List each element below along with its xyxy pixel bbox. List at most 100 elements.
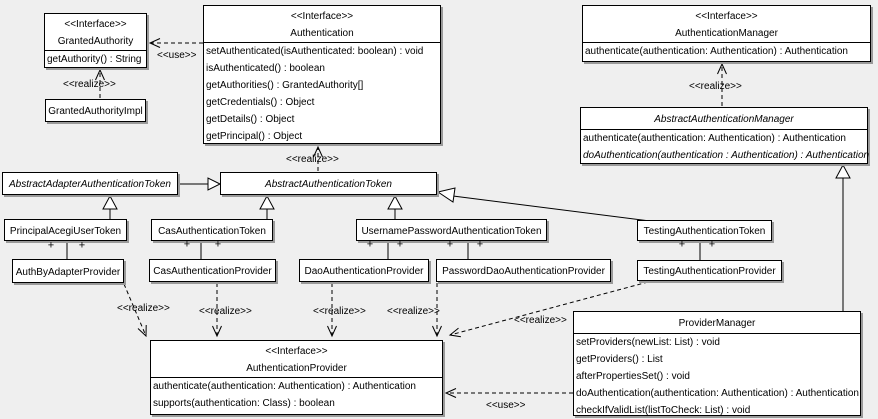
class-name: AuthenticationProvider: [246, 363, 347, 374]
class-methods-authentication-manager: authenticate(authentication: Authenticat…: [583, 43, 870, 60]
class-title-granted-authority: <<Interface>>GrantedAuthority: [45, 14, 146, 51]
edge-use-authentication-to-grantedauthority[interactable]: [148, 38, 203, 48]
class-method: setAuthenticated(isAuthenticated: boolea…: [206, 46, 424, 57]
edge-realize-abstractauthenticationtoken-to-authentication[interactable]: [313, 145, 323, 171]
class-name: TestingAuthenticationToken: [643, 226, 766, 237]
class-title-testing-authentication-provider: TestingAuthenticationProvider: [643, 260, 775, 281]
class-granted-authority-impl[interactable]: GrantedAuthorityImpl: [45, 99, 146, 122]
class-dao-authentication-provider[interactable]: DaoAuthenticationProvider: [299, 259, 429, 282]
class-principal-acegi-user-token[interactable]: PrincipalAcegiUserToken: [4, 219, 127, 241]
class-title-abstract-authentication-manager: AbstractAuthenticationManager: [581, 108, 867, 130]
generalization-triangle-icon: [102, 194, 118, 210]
class-method: getDetails() : Object: [206, 114, 295, 125]
class-abstract-authentication-token[interactable]: AbstractAuthenticationToken: [220, 172, 437, 195]
class-provider-manager[interactable]: ProviderManager setProviders(newList: Lis…: [573, 311, 861, 416]
edge-stereotype-label: <<use>>: [157, 50, 197, 61]
class-name: UsernamePasswordAuthenticationToken: [361, 225, 542, 237]
class-auth-by-adapter-provider[interactable]: AuthByAdapterProvider: [12, 259, 124, 283]
edge-stereotype-label: <<realize>>: [117, 303, 170, 314]
class-title-cas-authentication-provider: CasAuthenticationProvider: [153, 260, 271, 281]
class-name: AuthenticationManager: [675, 28, 778, 39]
class-method: checkIfValidList(listToCheck: List) : vo…: [576, 405, 751, 416]
generalization-triangle-icon: [259, 194, 275, 210]
open-arrowhead-icon: [137, 324, 147, 338]
generalization-triangle-icon: [207, 177, 222, 191]
association-plus-mark: +: [214, 238, 222, 251]
class-methods-authentication-provider: authenticate(authentication: Authenticat…: [151, 378, 442, 412]
stereotype-label: <<Interface>>: [695, 11, 758, 22]
class-title-cas-authentication-token: CasAuthenticationToken: [158, 220, 266, 241]
edge-realize-grantedauthorityimpl-to-grantedauthority[interactable]: [95, 68, 105, 98]
edge-realize-abstractauthenticationmanager-to-authenticationmanager[interactable]: [717, 62, 727, 106]
class-title-provider-manager: ProviderManager: [574, 312, 860, 334]
class-method: getCredentials() : Object: [206, 97, 315, 108]
edge-gen-abstractadapterauthenticationtoken-to-abstractauthenticationtoken[interactable]: [178, 177, 222, 191]
class-title-username-password-authentication-token: UsernamePasswordAuthenticationToken: [361, 220, 541, 241]
class-method: authenticate(authentication: Authenticat…: [585, 46, 848, 57]
class-cas-authentication-token[interactable]: CasAuthenticationToken: [151, 219, 273, 241]
class-abstract-adapter-authentication-token[interactable]: AbstractAdapterAuthenticationToken: [2, 172, 178, 195]
class-title-dao-authentication-provider: DaoAuthenticationProvider: [305, 260, 424, 281]
class-name: AbstractAuthenticationManager: [654, 114, 794, 125]
class-title-abstract-authentication-token: AbstractAuthenticationToken: [265, 173, 392, 194]
association-plus-mark: +: [47, 239, 55, 252]
open-arrowhead-icon: [313, 145, 323, 158]
edge-stereotype-label: <<use>>: [486, 400, 526, 411]
class-name: AbstractAuthenticationToken: [265, 179, 392, 190]
class-cas-authentication-provider[interactable]: CasAuthenticationProvider: [149, 259, 276, 282]
edge-gen-principalacegiusertoken-to-abstractadapterauthenticationtoken[interactable]: [102, 194, 118, 219]
class-method: authenticate(authentication: Authenticat…: [583, 133, 846, 144]
edge-realize-testingauthenticationprovider-to-authenticationprovider[interactable]: [448, 281, 649, 338]
edge-gen-testingauthenticationtoken-to-abstractauthenticationtoken[interactable]: [436, 187, 651, 222]
class-title-password-dao-authentication-provider: PasswordDaoAuthenticationProvider: [442, 260, 605, 281]
edge-stereotype-label: <<realize>>: [286, 154, 339, 165]
class-name: GrantedAuthorityImpl: [48, 106, 143, 117]
class-name: AbstractAdapterAuthenticationToken: [9, 179, 171, 190]
association-plus-mark: +: [366, 238, 374, 251]
edge-gen-casauthenticationtoken-to-abstractauthenticationtoken[interactable]: [259, 194, 275, 219]
edge-realize-daoauthenticationprovider-to-authenticationprovider[interactable]: [327, 283, 337, 338]
stereotype-label: <<Interface>>: [265, 346, 328, 357]
class-method: isAuthenticated() : boolean: [206, 63, 325, 74]
class-username-password-authentication-token[interactable]: UsernamePasswordAuthenticationToken: [356, 219, 547, 241]
class-password-dao-authentication-provider[interactable]: PasswordDaoAuthenticationProvider: [436, 259, 611, 282]
edge-gen-usernamepasswordauthenticationtoken-to-abstractauthenticationtoken[interactable]: [387, 194, 403, 219]
edge-realize-casauthenticationprovider-to-authenticationprovider[interactable]: [212, 283, 222, 338]
open-arrowhead-icon: [717, 62, 727, 75]
edge-stereotype-label: <<realize>>: [199, 306, 252, 317]
edge-use-providermanager-to-authenticationprovider[interactable]: [444, 388, 573, 398]
class-method: getProviders() : List: [576, 354, 663, 365]
class-method: getPrincipal() : Object: [206, 131, 303, 142]
class-authentication-provider[interactable]: <<Interface>> AuthenticationProvider authe…: [150, 340, 443, 415]
edge-stereotype-label: <<realize>>: [313, 306, 366, 317]
association-plus-mark: +: [78, 239, 86, 252]
class-testing-authentication-token[interactable]: TestingAuthenticationToken: [637, 220, 772, 241]
class-method: setProviders(newList: List) : void: [576, 337, 720, 348]
open-arrowhead-icon: [212, 325, 222, 338]
association-plus-mark: +: [446, 238, 454, 251]
class-testing-authentication-provider[interactable]: TestingAuthenticationProvider: [637, 260, 782, 281]
class-methods-abstract-authentication-manager: authenticate(authentication: Authenticat…: [581, 130, 870, 164]
association-plus-mark: +: [476, 238, 484, 251]
class-title-authentication-provider: <<Interface>> AuthenticationProvider: [151, 341, 442, 378]
edge-stereotype-label: <<realize>>: [514, 315, 567, 326]
edge-realize-authbyadapterprovider-to-authenticationprovider[interactable]: [123, 283, 147, 338]
association-plus-mark: +: [708, 238, 716, 251]
edge-gen-providermanager-to-abstractauthenticationmanager[interactable]: [835, 163, 851, 311]
association-plus-mark: +: [396, 238, 404, 251]
edge-realize-passworddaoauthenticationprovider-to-authenticationprovider[interactable]: [432, 283, 442, 338]
class-authentication-manager[interactable]: <<Interface>> AuthenticationManager authen…: [582, 5, 871, 62]
class-name: PasswordDaoAuthenticationProvider: [442, 266, 605, 277]
class-methods-granted-authority: getAuthority() : String: [45, 51, 146, 68]
class-name: CasAuthenticationToken: [158, 225, 266, 237]
edge-stereotype-label: <<realize>>: [689, 81, 742, 92]
class-name: PrincipalAcegiUserToken: [9, 225, 122, 237]
class-title-authentication-manager: <<Interface>> AuthenticationManager: [583, 6, 870, 43]
class-method: doAuthentication(authentication : Authen…: [583, 150, 870, 161]
class-abstract-authentication-manager[interactable]: AbstractAuthenticationManager authenticat…: [580, 107, 870, 164]
class-method: supports(authentication: Class) : boolea…: [153, 398, 335, 409]
